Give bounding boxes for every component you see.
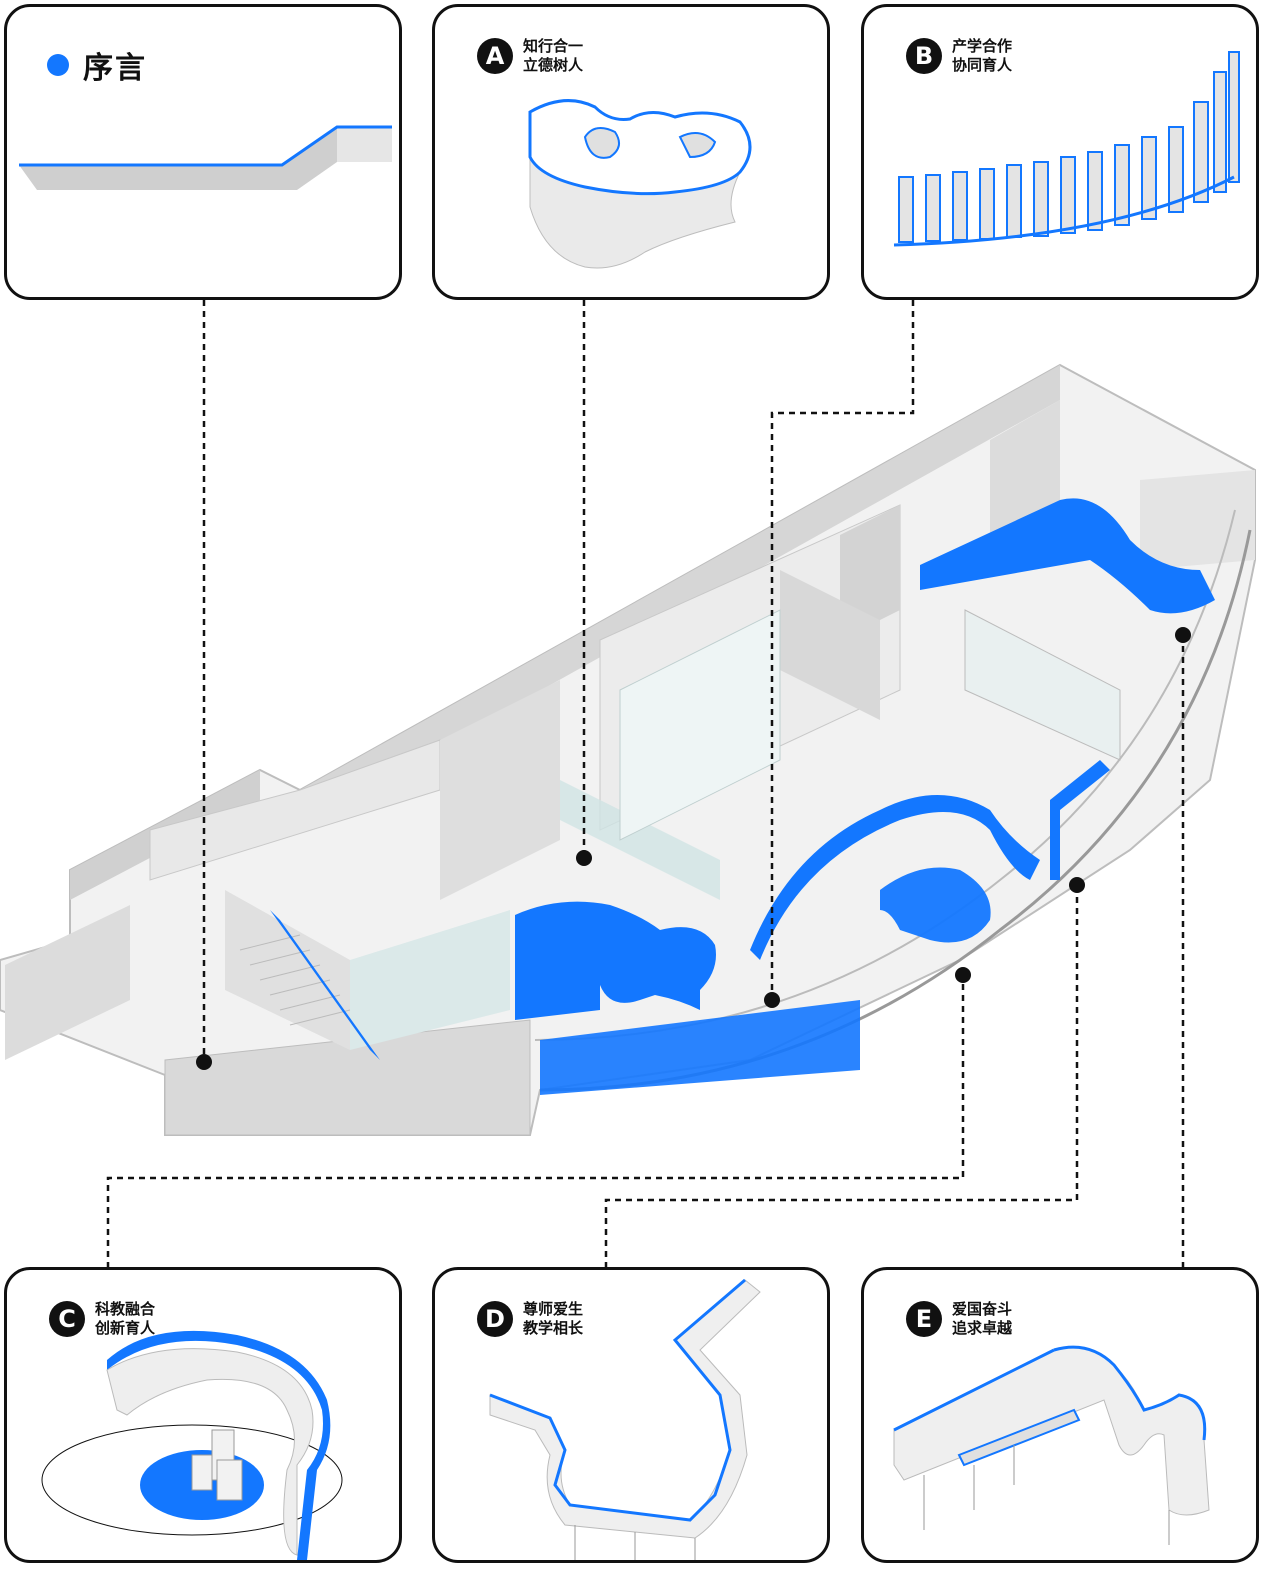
anchor-dot-c [955,967,971,983]
zone-e-line1: 爱国奋斗 [952,1300,1013,1318]
anchor-dot-d [1069,877,1085,893]
installation-c [880,867,991,943]
anchor-dot-preface [196,1054,212,1070]
card-zone-a: A 知行合一 立德树人 [432,4,830,300]
zone-a-line2: 立德树人 [523,56,584,74]
zone-c-line2: 创新育人 [95,1319,156,1337]
preface-wall-illustration [19,125,392,190]
leader-lines [106,300,1185,1268]
leader-c [106,973,965,1268]
zone-d-line1: 尊师爱生 [523,1300,584,1318]
installation-path [1050,760,1110,880]
installation-facade [540,1000,860,1095]
anchor-dot-b [764,992,780,1008]
installation-stair-rail [270,910,380,1060]
zone-b-line1: 产学合作 [952,37,1013,55]
zone-c-illustration [41,1330,343,1560]
zone-e-badge: E [906,1301,942,1337]
zone-a-illustration [528,99,752,269]
anchor-dot-a [576,850,592,866]
card-zone-d: D 尊师爱生 教学相长 [432,1267,830,1563]
zone-e-illustration [893,1345,1210,1545]
anchor-dot-e [1175,627,1191,643]
preface-dot-icon [47,54,69,76]
leader-d [604,885,1079,1268]
zone-a-line1: 知行合一 [523,37,584,55]
zone-b-line2: 协同育人 [952,56,1013,74]
zone-a-badge: A [477,38,513,74]
anchor-dots [196,627,1191,1070]
installation-b-wall [920,498,1215,614]
zone-b-badge: B [906,38,942,74]
card-zone-e: E 爱国奋斗 追求卓越 [861,1267,1259,1563]
zone-d-illustration [489,1278,761,1560]
zone-d-line2: 教学相长 [523,1319,584,1337]
card-preface: 序言 [4,4,402,300]
blue-installations [270,498,1215,1095]
leader-b [770,300,915,998]
zone-d-badge: D [477,1301,513,1337]
installation-a [515,901,716,1020]
building-shell [0,363,1256,1136]
installation-d-ribbon [750,795,1040,960]
zone-b-illustration [893,51,1240,247]
zone-c-badge: C [49,1301,85,1337]
card-zone-b: B 产学合作 协同育人 [861,4,1259,300]
card-zone-c: C 科教融合 创新育人 [4,1267,402,1563]
preface-title: 序言 [83,51,147,86]
zone-e-line2: 追求卓越 [952,1319,1013,1337]
zone-c-line1: 科教融合 [95,1300,156,1318]
